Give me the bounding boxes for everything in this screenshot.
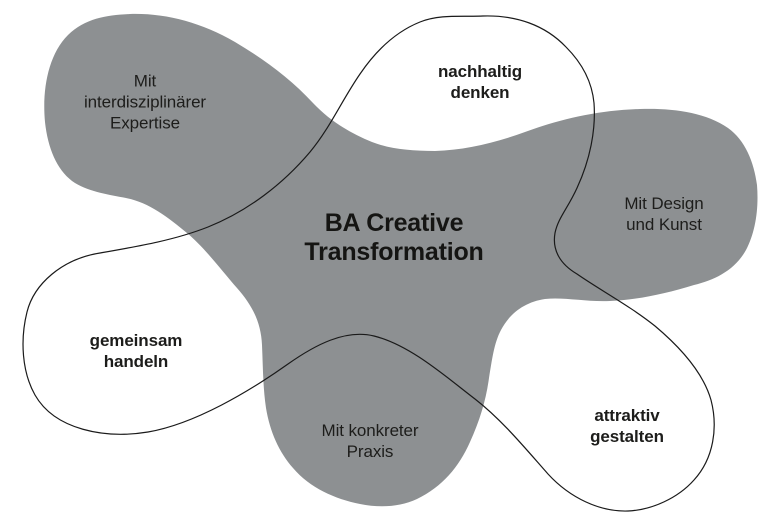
lobe-label-design-attractively: attraktiv gestalten (590, 406, 664, 446)
lobe-label-think-sustainably: nachhaltig denken (437, 62, 523, 102)
lobe-label-design-and-art: Mit Design und Kunst (624, 194, 704, 234)
lobe-label-act-together: gemeinsam handeln (89, 331, 183, 371)
diagram-title: BA Creative Transformation (304, 209, 484, 266)
outline-blob-shape (22, 15, 715, 512)
lobe-label-interdisciplinary-expertise: Mit interdisziplinärer Expertise (84, 71, 206, 133)
lobe-label-concrete-practice: Mit konkreter Praxis (321, 421, 419, 461)
gray-blob-shape (44, 13, 758, 507)
